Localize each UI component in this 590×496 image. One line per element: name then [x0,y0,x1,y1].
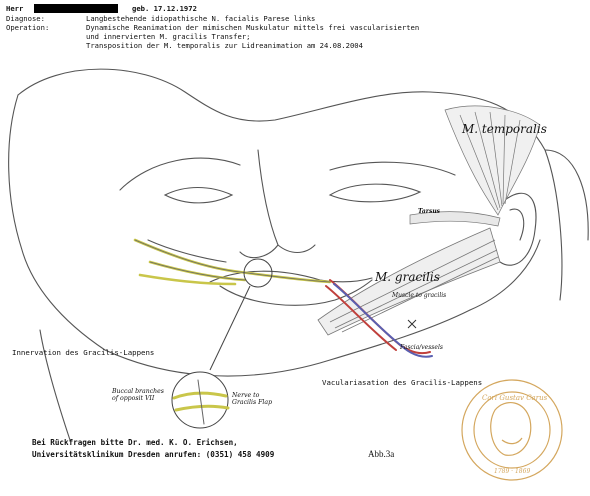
nose [240,150,278,258]
stamp-years: 1789 · 1869 [494,468,530,475]
left-face [9,95,105,350]
pedicle-marker [408,320,416,328]
label-vascularisation: Vaculariasation des Gracilis-Lappens [322,378,482,387]
label-tarsus: Tarsus [418,208,440,215]
stamp-text: Carl Gustav Carus [482,394,547,402]
right-eye [330,184,420,202]
label-nerve-to-flap: Nerve to Gracilis Flap [232,392,276,406]
label-temporalis: M. temporalis [462,122,547,136]
footer-line-1: Bei Rückfragen bitte Dr. med. K. O. Eric… [32,438,238,447]
right-ear [500,193,536,265]
figure-label: Abb.3a [368,449,394,459]
label-gracilis: M. gracilis [375,270,440,284]
neck-left [40,330,70,440]
label-innervation: Innervation des Gracilis-Lappens [12,348,154,357]
label-buccal-branches: Buccal branches of opposit VII [112,388,164,402]
right-ear-inner [510,209,524,240]
right-brow [330,162,455,175]
label-gracilis-muscle: Muscle to gracilis [392,292,446,299]
nose-tip [278,245,315,253]
chin-outline [105,310,470,376]
head-right [545,150,588,240]
left-brow [120,158,240,190]
label-fascia-vessels: Fascia/vessels [400,344,443,351]
left-eye [165,188,232,203]
zoom-inset-circle [172,372,228,428]
footer-line-2: Universitätsklinikum Dresden anrufen: (0… [32,450,274,459]
